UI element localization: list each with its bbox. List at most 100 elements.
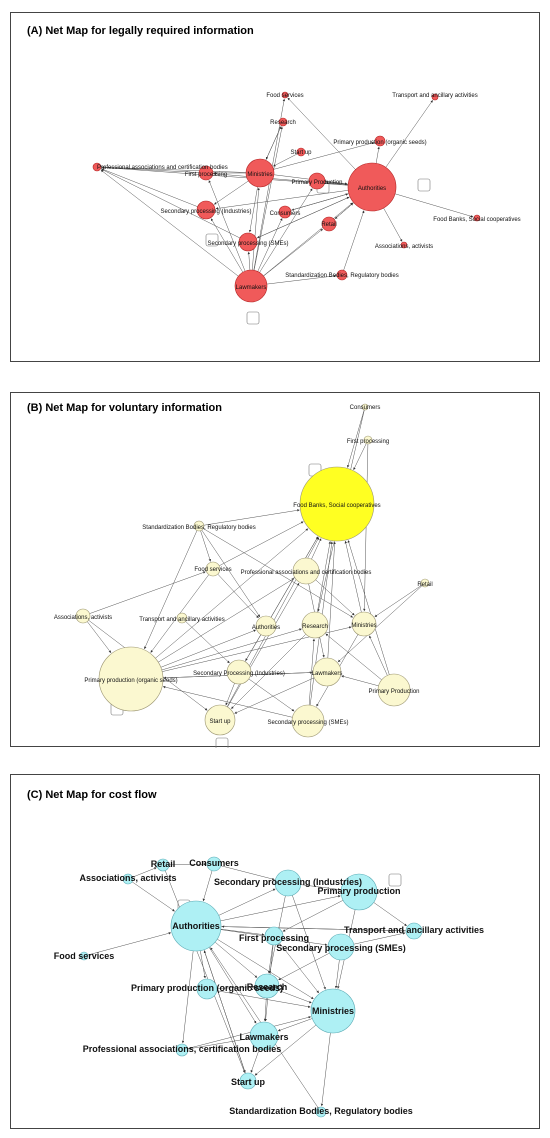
label-retail: Retail — [417, 582, 432, 588]
node-primary-production — [377, 673, 411, 707]
edge-secondary_smes-to-transport — [353, 932, 406, 945]
edge-transport-to-authorities — [221, 925, 407, 932]
label-secondary-smes: Secondary processing (SMEs) — [276, 943, 406, 953]
node-food-services — [281, 91, 289, 99]
edge-first_processing-to-ministries — [279, 942, 319, 994]
edge-authorities-to-food_banks — [394, 193, 474, 218]
edge-lawmakers-to-primary_production — [259, 188, 313, 273]
node-retail — [420, 578, 430, 588]
edge-primary_production-to-ministries — [369, 635, 388, 676]
edge-professional-to-ministries — [187, 1016, 311, 1049]
node-primary-organic — [98, 646, 164, 712]
edge-ministries-to-professional — [101, 166, 247, 173]
edge-lawmakers-to-authorities — [263, 202, 353, 277]
edge-lawmakers-to-consumers — [257, 218, 283, 272]
node-retail — [156, 858, 170, 872]
node-transport — [431, 93, 439, 101]
edge-standardization-to-authorities — [201, 530, 261, 618]
panel-c-title: (C) Net Map for cost flow — [27, 789, 157, 801]
node-ministries — [351, 611, 377, 637]
node-ministries — [245, 158, 275, 188]
node-research — [254, 973, 280, 999]
edge-consumers-to-authorities — [290, 193, 349, 211]
edge-secondary_industries-to-secondary_smes — [248, 678, 295, 712]
edge-secondary_industries-to-start_up — [225, 683, 235, 706]
label-primary-production: Primary production — [317, 886, 400, 896]
edge-secondary_smes-to-ministries — [334, 959, 340, 989]
edge-secondary_industries-to-primary_production — [300, 884, 341, 891]
edge-professional-to-food_banks — [311, 538, 322, 560]
node-primary-organic — [196, 978, 218, 1000]
self-loop-primary_production — [388, 873, 402, 887]
self-loop-start_up — [215, 737, 229, 748]
node-standardization — [336, 269, 348, 281]
node-authorities — [255, 615, 277, 637]
label-secondary-smes: Secondary processing (SMEs) — [207, 241, 288, 247]
node-research — [301, 611, 329, 639]
edge-professional-to-ministries — [315, 579, 355, 616]
label-authorities: Authorities — [252, 625, 280, 631]
edge-secondary_smes-to-authorities — [256, 196, 350, 239]
node-associations — [122, 873, 134, 885]
node-secondary-smes — [327, 933, 355, 961]
label-professional: Professional associations and certificat… — [241, 570, 372, 576]
node-transport — [176, 612, 188, 624]
label-transport: Transport and ancillary activities — [139, 617, 224, 623]
panel-b-title: (B) Net Map for voluntary information — [27, 402, 222, 414]
node-ministries — [310, 988, 356, 1034]
edge-associations-to-authorities — [131, 881, 175, 912]
node-primary-organic — [374, 135, 386, 147]
edge-associations-to-primary_organic — [87, 621, 112, 653]
label-secondary-industries: Secondary Processing (Industries) — [193, 671, 285, 677]
label-lawmakers: Lawmakers — [312, 671, 343, 677]
label-food-services: Food services — [54, 951, 115, 961]
edge-authorities-to-research — [214, 941, 258, 978]
label-secondary-smes: Secondary processing (SMEs) — [267, 720, 348, 726]
node-secondary-industries — [196, 200, 216, 220]
edge-ministries-to-standardization — [320, 1032, 331, 1107]
label-research: Research — [302, 624, 328, 630]
edge-primary_organic-to-ministries — [216, 990, 311, 1008]
edge-standardization-to-authorities — [343, 210, 365, 271]
label-start-up: Start up — [209, 719, 231, 725]
edge-retail-to-lawmakers — [337, 585, 423, 663]
node-first-processing — [363, 435, 373, 445]
edge-authorities-to-professional — [101, 166, 349, 186]
edge-lawmakers-to-secondary_industries — [210, 218, 244, 273]
label-authorities: Authorities — [172, 921, 220, 931]
edge-consumers-to-secondary_industries — [220, 865, 275, 881]
edge-authorities-to-professional — [181, 950, 194, 1044]
edge-secondary_industries-to-ministries — [292, 895, 326, 990]
edge-lawmakers-to-start_up — [234, 677, 315, 714]
node-associations — [75, 608, 91, 624]
edge-authorities-to-transport — [385, 100, 433, 168]
edge-primary_organic-to-professional — [158, 578, 295, 663]
edge-associations-to-retail — [132, 867, 157, 878]
node-food-services — [205, 561, 221, 577]
label-professional: Professional associations and certificat… — [97, 165, 228, 171]
node-standardization — [193, 520, 205, 532]
edge-research-to-food_banks — [317, 541, 332, 613]
node-authorities — [170, 900, 222, 952]
node-research — [278, 117, 288, 127]
edge-primary_organic-to-research — [216, 985, 255, 989]
edge-lawmakers-to-first_processing — [208, 180, 246, 272]
label-research: Research — [247, 982, 288, 992]
node-professional — [175, 1043, 189, 1057]
node-transport — [405, 922, 423, 940]
node-secondary-smes — [291, 704, 325, 738]
edge-food_services-to-authorities — [87, 932, 172, 956]
self-loop-authorities — [417, 178, 431, 192]
edge-standardization-to-ministries — [203, 528, 354, 618]
edge-start_up-to-authorities — [203, 950, 246, 1074]
edge-ministries-to-start_up — [254, 1024, 317, 1076]
edge-ministries-to-food_banks — [344, 540, 362, 613]
label-standardization: Standardization Bodies, Regulatory bodie… — [229, 1106, 413, 1116]
label-food-banks: Food Banks, Social cooperatives — [433, 217, 520, 223]
label-secondary-industries: Secondary processing (Industries) — [214, 877, 362, 887]
node-food-banks — [299, 466, 375, 542]
self-loop-lawmakers — [246, 311, 260, 325]
label-research: Research — [270, 120, 296, 126]
label-ministries: Ministries — [351, 623, 376, 629]
